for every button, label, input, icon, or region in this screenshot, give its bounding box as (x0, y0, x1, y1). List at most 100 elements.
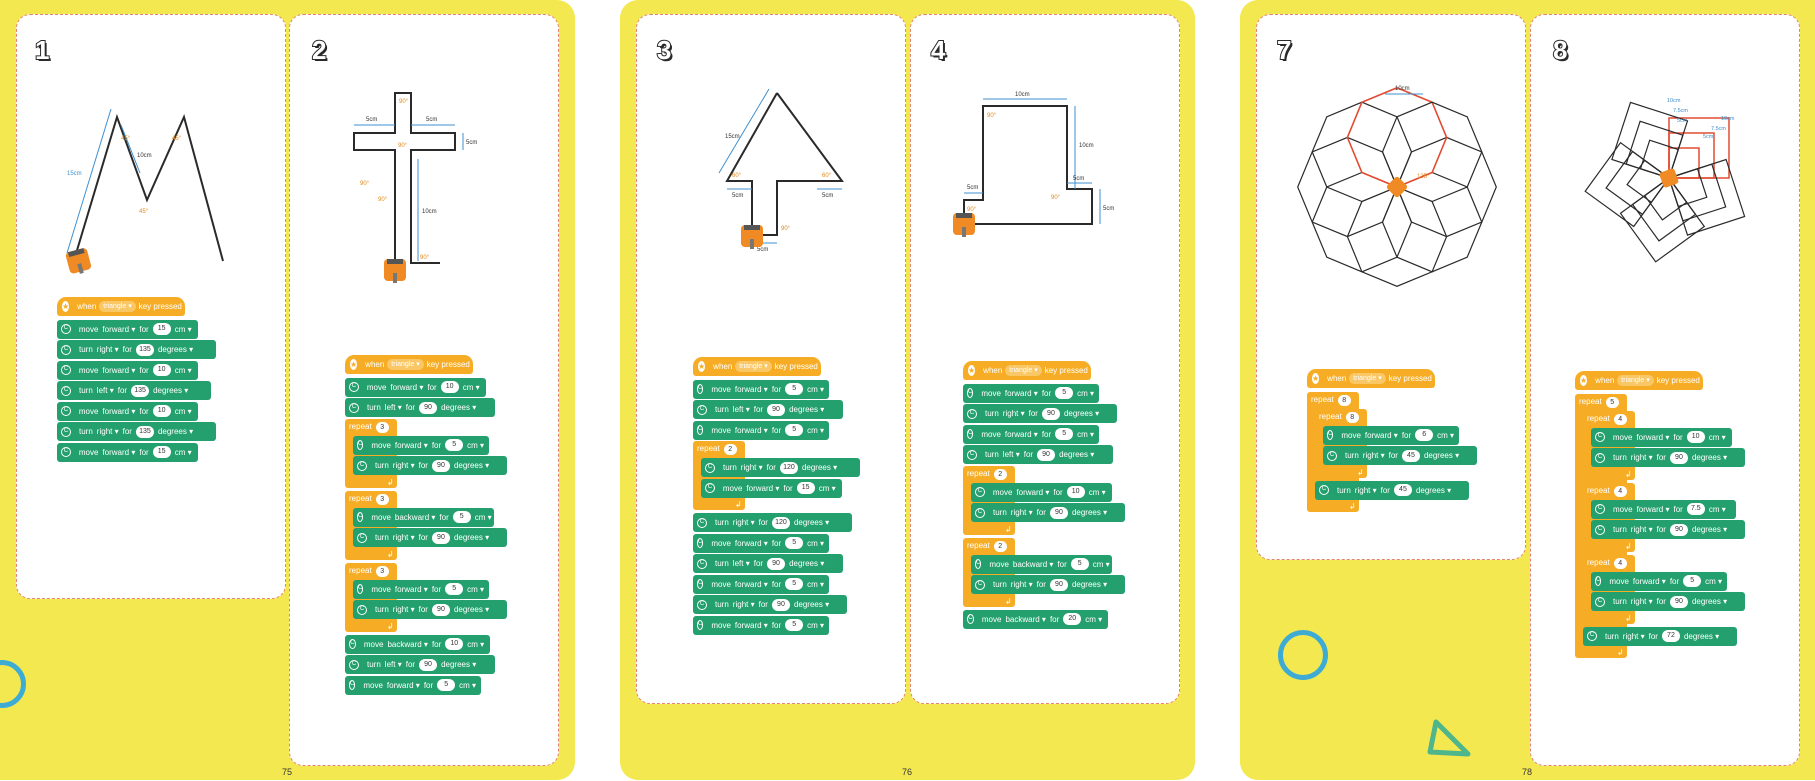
unit-dropdown[interactable]: degrees ▾ (1423, 451, 1460, 460)
key-dropdown[interactable]: triangle ▾ (1617, 375, 1654, 386)
value-input[interactable]: 90 (431, 603, 450, 616)
unit-dropdown[interactable]: degrees ▾ (789, 405, 825, 414)
unit-dropdown[interactable]: cm ▾ (1077, 388, 1095, 398)
value-input[interactable]: 90 (1669, 595, 1688, 608)
value-input[interactable]: 5 (785, 424, 804, 436)
unit-dropdown[interactable]: cm ▾ (174, 365, 192, 375)
direction-dropdown[interactable]: backward ▾ (387, 639, 428, 649)
unit-dropdown[interactable]: cm ▾ (1708, 432, 1726, 442)
unit-dropdown[interactable]: cm ▾ (462, 382, 480, 392)
direction-dropdown[interactable]: left ▾ (384, 660, 402, 669)
value-input[interactable]: 7.5 (1686, 503, 1705, 515)
direction-dropdown[interactable]: forward ▾ (1632, 576, 1666, 586)
direction-dropdown[interactable]: right ▾ (392, 461, 415, 470)
direction-dropdown[interactable]: backward ▾ (1005, 614, 1046, 624)
direction-dropdown[interactable]: forward ▾ (102, 365, 136, 375)
value-input[interactable]: 90 (1037, 448, 1056, 461)
key-dropdown[interactable]: triangle ▾ (99, 301, 136, 312)
unit-dropdown[interactable]: cm ▾ (1437, 430, 1455, 440)
key-dropdown[interactable]: triangle ▾ (735, 361, 772, 372)
direction-dropdown[interactable]: forward ▾ (390, 382, 424, 392)
direction-dropdown[interactable]: forward ▾ (102, 406, 136, 416)
repeat-count-input[interactable]: 3 (375, 565, 389, 577)
value-input[interactable]: 90 (419, 658, 438, 671)
unit-dropdown[interactable]: degrees ▾ (793, 518, 830, 527)
unit-dropdown[interactable]: cm ▾ (467, 584, 485, 594)
value-input[interactable]: 15 (796, 482, 815, 494)
direction-dropdown[interactable]: forward ▾ (1636, 432, 1670, 442)
direction-dropdown[interactable]: forward ▾ (734, 579, 768, 589)
unit-dropdown[interactable]: cm ▾ (807, 538, 825, 548)
value-input[interactable]: 135 (131, 384, 150, 397)
direction-dropdown[interactable]: forward ▾ (102, 324, 136, 334)
value-input[interactable]: 5 (785, 383, 804, 395)
value-input[interactable]: 45 (1401, 449, 1420, 462)
direction-dropdown[interactable]: left ▾ (732, 559, 750, 568)
unit-dropdown[interactable]: degrees ▾ (453, 461, 490, 470)
value-input[interactable]: 90 (419, 401, 438, 414)
direction-dropdown[interactable]: right ▾ (732, 518, 755, 527)
value-input[interactable]: 120 (779, 461, 798, 474)
direction-dropdown[interactable]: backward ▾ (394, 512, 436, 522)
direction-dropdown[interactable]: forward ▾ (394, 584, 428, 594)
unit-dropdown[interactable]: cm ▾ (1088, 487, 1106, 497)
unit-dropdown[interactable]: cm ▾ (1077, 429, 1095, 439)
unit-dropdown[interactable]: degrees ▾ (1071, 508, 1108, 517)
value-input[interactable]: 15 (152, 446, 171, 458)
value-input[interactable]: 10 (440, 381, 459, 393)
value-input[interactable]: 90 (1669, 451, 1688, 464)
value-input[interactable]: 120 (771, 516, 790, 529)
direction-dropdown[interactable]: forward ▾ (386, 680, 420, 690)
repeat-count-input[interactable]: 3 (375, 493, 389, 505)
unit-dropdown[interactable]: cm ▾ (807, 620, 825, 630)
value-input[interactable]: 5 (445, 439, 464, 451)
direction-dropdown[interactable]: right ▾ (392, 605, 415, 614)
unit-dropdown[interactable]: cm ▾ (807, 579, 825, 589)
value-input[interactable]: 10 (1686, 431, 1705, 443)
repeat-count-input[interactable]: 8 (1337, 394, 1351, 406)
value-input[interactable]: 135 (135, 425, 154, 438)
direction-dropdown[interactable]: forward ▾ (1364, 430, 1398, 440)
unit-dropdown[interactable]: cm ▾ (1708, 504, 1726, 514)
direction-dropdown[interactable]: forward ▾ (734, 384, 768, 394)
unit-dropdown[interactable]: degrees ▾ (1415, 485, 1452, 495)
repeat-count-input[interactable]: 5 (1605, 396, 1619, 408)
repeat-count-input[interactable]: 4 (1613, 485, 1627, 497)
direction-dropdown[interactable]: right ▾ (1622, 631, 1645, 641)
value-input[interactable]: 10 (1066, 486, 1085, 498)
value-input[interactable]: 90 (767, 403, 786, 416)
direction-dropdown[interactable]: right ▾ (392, 533, 415, 542)
value-input[interactable]: 90 (1669, 523, 1688, 536)
direction-dropdown[interactable]: forward ▾ (1004, 429, 1038, 439)
unit-dropdown[interactable]: degrees ▾ (1683, 631, 1720, 641)
value-input[interactable]: 72 (1661, 630, 1680, 642)
unit-dropdown[interactable]: degrees ▾ (1691, 597, 1728, 606)
unit-dropdown[interactable]: cm ▾ (807, 425, 825, 435)
value-input[interactable]: 5 (1055, 387, 1074, 399)
value-input[interactable]: 5 (445, 583, 464, 595)
direction-dropdown[interactable]: right ▾ (1354, 485, 1377, 495)
unit-dropdown[interactable]: degrees ▾ (1071, 580, 1108, 589)
